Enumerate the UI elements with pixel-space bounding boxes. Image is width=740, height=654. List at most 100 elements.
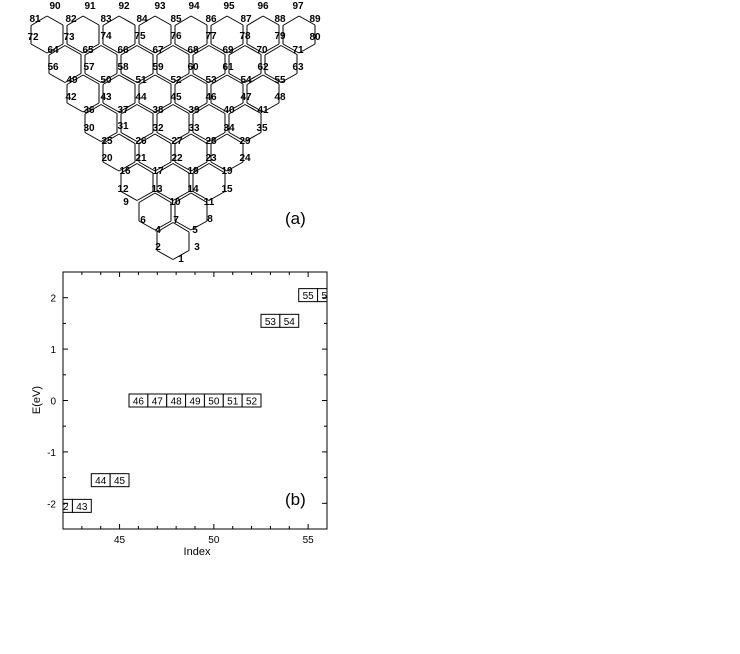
lattice-bond — [262, 102, 280, 113]
x-tick-label: 50 — [208, 535, 220, 546]
site-label: 87 — [240, 14, 252, 25]
site-label: 89 — [309, 14, 321, 25]
lattice-bond — [138, 192, 156, 203]
lattice-bond — [262, 15, 280, 26]
site-label: 51 — [135, 75, 147, 86]
lattice-bond — [172, 45, 190, 55]
level-label-46: 46 — [133, 397, 145, 408]
lattice-bond — [64, 45, 82, 55]
lattice-bond — [208, 73, 226, 83]
lattice-bond — [174, 102, 192, 113]
site-label: 71 — [292, 45, 304, 56]
lattice-bond — [208, 104, 226, 114]
site-label: 39 — [188, 105, 200, 116]
lattice-bond — [244, 73, 262, 83]
site-label: 3 — [194, 242, 200, 253]
site-label: 29 — [239, 136, 251, 147]
lattice-bond — [228, 104, 246, 115]
lattice-bond — [138, 133, 156, 144]
lattice-bond — [102, 161, 120, 172]
lattice-bond — [136, 132, 154, 142]
site-label: 59 — [152, 62, 164, 73]
lattice-bond — [190, 102, 208, 113]
site-label: 6 — [140, 215, 146, 226]
lattice-bond — [244, 132, 262, 142]
site-label: 78 — [239, 31, 251, 42]
triangular-graphene-lattice — [30, 15, 316, 260]
site-label: 7 — [173, 215, 179, 226]
lattice-bond — [210, 74, 228, 85]
lattice-bond — [282, 43, 300, 54]
lattice-bond — [172, 191, 190, 201]
site-label: 77 — [205, 31, 217, 42]
lattice-bond — [138, 220, 156, 231]
site-label: 20 — [101, 153, 113, 164]
site-label: 25 — [101, 136, 113, 147]
site-label: 9 — [123, 197, 129, 208]
lattice-bond — [136, 73, 154, 83]
site-label: 40 — [223, 105, 235, 116]
site-label: 86 — [205, 14, 217, 25]
lattice-bond — [174, 74, 192, 85]
y-axis-label: E(eV) — [31, 386, 43, 414]
lattice-bond — [156, 250, 174, 260]
lattice-bond — [156, 191, 174, 201]
site-label: 97 — [292, 1, 304, 12]
lattice-bond — [154, 102, 172, 113]
lattice-bond — [84, 45, 102, 56]
lattice-bond — [208, 163, 226, 174]
site-label: 94 — [188, 1, 200, 12]
panel-b-label: (b) — [285, 490, 306, 509]
site-label: 33 — [188, 123, 200, 134]
lattice-bond — [192, 163, 210, 174]
lattice-bond — [174, 192, 192, 203]
lattice-bond — [66, 74, 84, 85]
site-label: 54 — [240, 75, 252, 86]
site-label: 74 — [100, 31, 112, 42]
lattice-bond — [138, 43, 156, 54]
level-label-42: 42 — [57, 502, 69, 513]
level-label-54: 54 — [284, 317, 296, 328]
lattice-bond — [210, 133, 228, 144]
level-marker-43 — [71, 498, 92, 513]
lattice-bond — [192, 132, 210, 142]
level-marker-54 — [279, 313, 300, 328]
lattice-bond — [228, 73, 246, 83]
site-label: 24 — [239, 153, 251, 164]
lattice-bond — [136, 191, 154, 201]
site-label: 93 — [154, 1, 166, 12]
site-label: 83 — [100, 14, 112, 25]
y-tick-label: 2 — [50, 294, 56, 305]
lattice-bond — [280, 73, 298, 83]
lattice-bond — [154, 161, 172, 172]
lattice-bond — [226, 74, 244, 85]
lattice-bond — [190, 43, 208, 54]
lattice-bond — [192, 45, 210, 56]
level-label-44: 44 — [95, 476, 107, 487]
lattice-bond — [136, 45, 154, 55]
lattice-bond — [174, 43, 192, 54]
lattice-bond — [102, 133, 120, 144]
site-label: 88 — [274, 14, 286, 25]
level-label-45: 45 — [114, 476, 126, 487]
site-label: 48 — [274, 92, 286, 103]
y-tick-label: -2 — [47, 499, 56, 510]
lattice-bond — [298, 43, 316, 54]
site-label: 34 — [223, 123, 235, 134]
lattice-bond — [174, 220, 192, 231]
lattice-bond — [156, 163, 174, 174]
site-label: 53 — [205, 75, 217, 86]
site-label: 66 — [117, 45, 129, 56]
lattice-bond — [264, 73, 282, 83]
site-label: 62 — [257, 62, 269, 73]
lattice-bond — [84, 104, 102, 115]
lattice-bond — [100, 45, 118, 55]
lattice-bond — [118, 15, 136, 26]
site-label: 1 — [178, 254, 184, 265]
site-label: 61 — [222, 62, 234, 73]
lattice-bond — [208, 191, 226, 201]
panel-a-label: (a) — [285, 209, 306, 228]
